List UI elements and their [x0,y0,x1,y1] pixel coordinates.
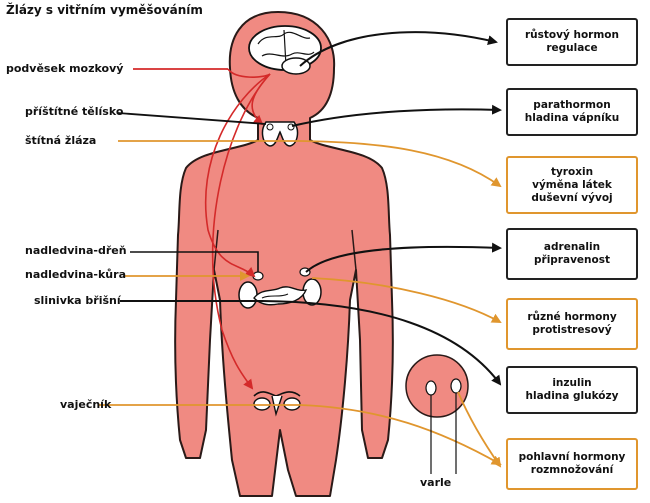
thyroid-icon [261,121,299,147]
box-parathormon-line1: parathormon [533,99,611,111]
line-adrenalin [305,242,502,273]
testis-icon [405,354,469,418]
label-stitna: štítná žláza [25,134,97,147]
line-ruzne [311,277,502,323]
box-inzulin: inzulin hladina glukózy [506,366,638,414]
line-slinivka [120,300,502,386]
line-vajecnik [98,404,502,465]
ovary-icon [253,391,301,417]
box-tyroxin: tyroxin výměna látek duševní vývoj [506,156,638,214]
line-parathormon [291,104,502,127]
box-ruzne-line1: různé hormony [527,311,617,323]
label-vajecnik: vaječník [60,398,112,411]
box-rustovy-line2: regulace [546,42,598,54]
brain-icon [248,25,322,75]
box-parathormon: parathormon hladina vápníku [506,88,638,136]
box-tyroxin-line3: duševní vývoj [531,191,613,204]
box-adrenalin: adrenalin připravenost [506,228,638,280]
box-ruzne-hormony: různé hormony protistresový [506,298,638,350]
label-kura: nadledvina-kůra [25,268,126,281]
box-inzulin-line1: inzulin [552,377,592,389]
box-tyroxin-line2: výměna látek [532,178,612,191]
box-parathormon-line2: hladina vápníku [524,112,620,124]
line-dren [130,251,259,272]
line-varle [457,391,502,468]
box-inzulin-line2: hladina glukózy [525,390,619,402]
box-adrenalin-line1: adrenalin [543,241,601,253]
page-title: Žlázy s vitřním vyměšováním [6,3,203,17]
line-stitna [118,140,502,188]
label-varle: varle [420,476,452,489]
label-slinivka: slinivka břišní [34,294,121,307]
line-brain-to-box [299,31,498,67]
box-rustovy-line1: růstový hormon [525,29,619,41]
box-adrenalin-line2: připravenost [534,254,610,266]
label-dren: nadledvina-dřeň [25,244,127,257]
box-tyroxin-line1: tyroxin [550,165,594,178]
box-pohlavni-hormony: pohlavní hormony rozmnožování [506,438,638,490]
label-podvesek: podvěsek mozkový [6,62,124,75]
box-pohlavni-line2: rozmnožování [530,464,614,476]
box-ruzne-line2: protistresový [532,324,612,336]
label-pristitne: příštítné tělísko [25,105,124,118]
box-pohlavni-line1: pohlavní hormony [518,451,626,463]
body-silhouette [174,11,394,497]
box-rustovy-hormon: růstový hormon regulace [506,18,638,66]
line-pristitne [117,112,267,125]
